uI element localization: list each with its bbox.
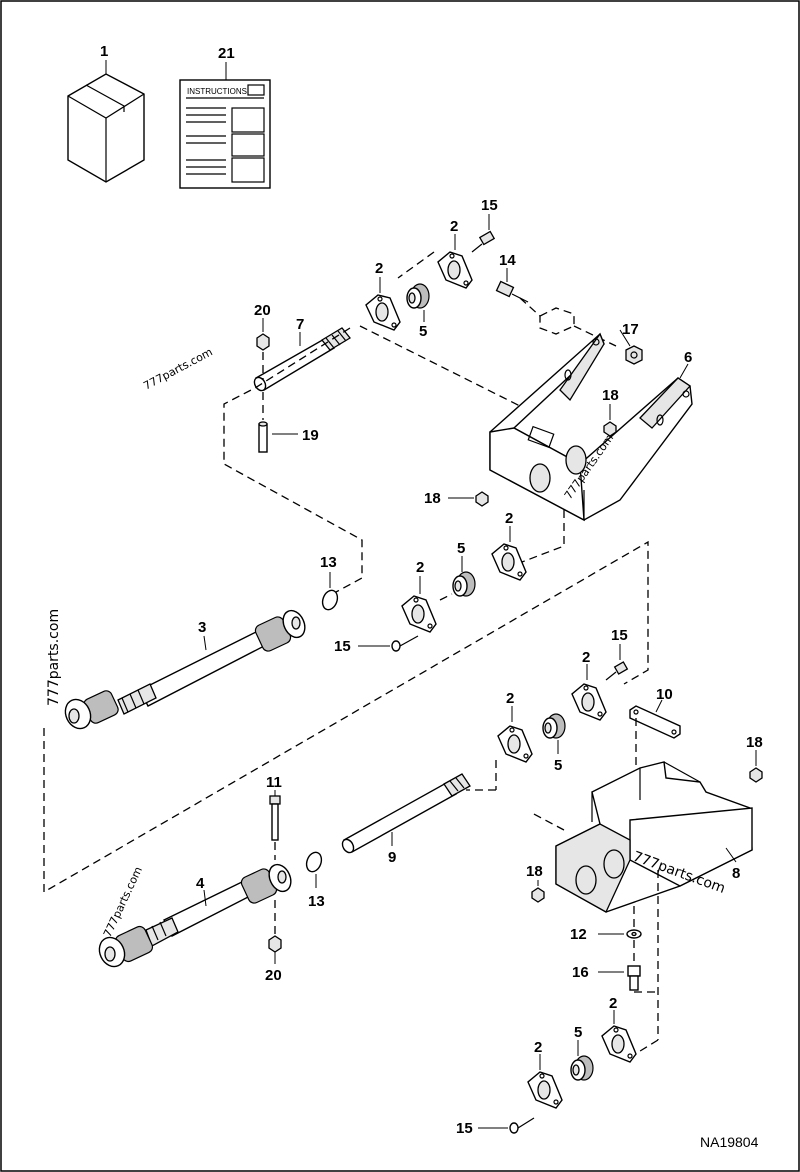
hidden-nut-outline [539, 307, 575, 335]
callout-3: 3 [198, 619, 206, 636]
part-2-flange-mid-left [401, 595, 437, 633]
part-13-ring-upper [321, 589, 339, 611]
callout-13-lower: 13 [308, 893, 325, 910]
callout-9: 9 [388, 849, 396, 866]
part-15-bolt-lower-right [605, 661, 629, 681]
part-8-lower-mount [555, 761, 753, 913]
callout-8: 8 [732, 865, 740, 882]
part-2-flange-bottom-left [527, 1071, 563, 1109]
assembly-path-upper [359, 325, 521, 407]
callout-6: 6 [684, 349, 692, 366]
callout-15-top: 15 [481, 197, 498, 214]
watermark-1: 777parts.com [141, 345, 214, 392]
callout-2-lower-right: 2 [582, 649, 590, 666]
part-15-bolt-mid [391, 635, 419, 652]
assembly-path-mid [521, 510, 565, 563]
callout-14: 14 [499, 252, 516, 269]
callout-13-upper: 13 [320, 554, 337, 571]
part-2-flange-mid-right [491, 543, 527, 581]
part-19-pin [258, 421, 268, 453]
callout-2-mid-right: 2 [505, 510, 513, 527]
part-12-washer [626, 929, 642, 939]
part-17-nut [625, 345, 643, 365]
callout-2-lower-left: 2 [506, 690, 514, 707]
callout-2-top-right: 2 [450, 218, 458, 235]
callout-11: 11 [266, 774, 282, 791]
part-15-bolt-bottom [509, 1117, 535, 1134]
part-20-nut-bottom [268, 935, 282, 953]
part-2-flange-bottom-right [601, 1025, 637, 1063]
part-2-flange-lower-left [497, 725, 533, 763]
part-21-instructions-sheet [179, 79, 271, 189]
callout-18-mid: 18 [424, 490, 441, 507]
part-2-flange-top-right [437, 251, 473, 289]
callout-2-bottom-right: 2 [609, 995, 617, 1012]
part-10-strap [629, 705, 681, 739]
callout-15-lower-right: 15 [611, 627, 628, 644]
part-20-nut-top [256, 333, 270, 351]
part-3-drive-shaft [64, 609, 306, 730]
assembly-path-lower [43, 540, 649, 894]
part-5-bearing-bottom [570, 1055, 594, 1081]
callout-2-mid-left: 2 [416, 559, 424, 576]
callout-15-bottom: 15 [456, 1120, 473, 1137]
part-13-ring-lower [305, 851, 323, 873]
callout-2-top-left: 2 [375, 260, 383, 277]
part-5-bearing-mid [452, 571, 476, 597]
callout-16: 16 [572, 964, 589, 981]
callout-5-mid: 5 [457, 540, 465, 557]
drawing-code: NA19804 [700, 1134, 759, 1150]
callout-1: 1 [100, 43, 108, 60]
part-18-nut-lower [475, 491, 489, 507]
part-14-bolt [495, 280, 529, 303]
part-11-bolt [269, 795, 281, 841]
callout-5-top: 5 [419, 323, 427, 340]
callout-18-left: 18 [526, 863, 543, 880]
part-1-box [67, 73, 145, 183]
part-2-flange-lower-right [571, 683, 607, 721]
callout-12: 12 [570, 926, 587, 943]
callout-2-bottom-left: 2 [534, 1039, 542, 1056]
part-5-bearing-lower [542, 713, 566, 739]
part-18-nut-right [749, 767, 763, 783]
callout-20-top: 20 [254, 302, 271, 319]
instructions-title: INSTRUCTIONS [187, 87, 247, 96]
callout-17: 17 [622, 321, 639, 338]
part-6-mount-bracket [489, 332, 693, 522]
part-18-nut-upper [603, 421, 617, 437]
callout-19: 19 [302, 427, 319, 444]
callout-7: 7 [296, 316, 304, 333]
callout-18-upper: 18 [602, 387, 619, 404]
callout-20-bottom: 20 [265, 967, 282, 984]
part-18-nut-left [531, 887, 545, 903]
callout-21: 21 [218, 45, 235, 62]
part-2-flange-top-left [365, 294, 401, 331]
callout-5-bottom: 5 [574, 1024, 582, 1041]
part-5-bearing-top [406, 283, 430, 309]
watermark-3: 777parts.com [46, 609, 62, 706]
callout-4: 4 [196, 875, 205, 892]
callout-15-mid: 15 [334, 638, 351, 655]
part-9-shaft [341, 773, 471, 854]
callout-5-lower: 5 [554, 757, 562, 774]
callout-18-right: 18 [746, 734, 763, 751]
part-15-bolt-top [471, 230, 496, 253]
part-16-bolt [627, 965, 641, 991]
part-4-drive-shaft [98, 863, 292, 968]
callout-10: 10 [656, 686, 673, 703]
